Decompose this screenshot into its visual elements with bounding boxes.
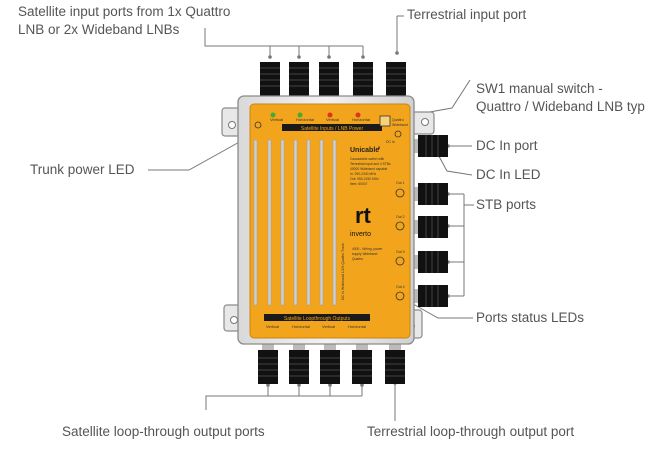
dc-in-connector (412, 135, 448, 157)
info-line: Quattro (352, 257, 363, 261)
info-line: supply Wideband (352, 252, 377, 256)
screw-hole (230, 316, 238, 324)
label-trunk-led: Trunk power LED (30, 162, 135, 177)
status-led-icon (395, 256, 405, 266)
bottom-connectors (258, 342, 405, 384)
sat-loop-connector-3 (320, 342, 340, 384)
dc-in-led-icon (394, 130, 402, 138)
sat-loop-connector-1 (258, 342, 278, 384)
stb-label: Out 3 (396, 250, 405, 254)
bottom-strip-text: Satellite Loopthrough Outputs (284, 316, 351, 322)
port-label: Horizontal (296, 117, 314, 122)
sw1-switch-area: Quattro Wideband DC In (379, 115, 408, 144)
trunk-power-led-icon (254, 121, 262, 129)
stb-connector-2 (412, 216, 448, 238)
label-line: SW1 manual switch - (476, 81, 603, 96)
top-strip-text: Satellite Inputs / LNB Power (301, 126, 364, 132)
screw-hole (228, 121, 236, 129)
label-terr-loop: Terrestrial loop-through output port (367, 424, 575, 439)
info-line: Terrestrial input and 4 STBs (350, 162, 391, 166)
led-green-icon (297, 112, 303, 118)
sat-loop-connector-2 (289, 342, 309, 384)
info-line: 4000 - Wiring, power (352, 247, 383, 251)
info-line: In: 290-2340 MHz (350, 172, 377, 176)
sw1-switch-icon (379, 115, 391, 127)
info-block: Unicable II Cascadable switch with Terre… (350, 145, 391, 261)
stb-connector-3 (412, 251, 448, 273)
label-sat-input: Satellite input ports from 1x Quattro LN… (18, 3, 230, 39)
info-line: 40000 Wideband capable (350, 167, 388, 171)
leader-lines (148, 15, 474, 421)
sat-loop-connector-4 (352, 342, 372, 384)
label-stb-ports: STB ports (476, 197, 537, 212)
sw-label: Quattro (392, 118, 404, 122)
stb-label: Out 1 (396, 181, 405, 185)
vertical-spec-text: DC In Wideband 1/2/4 Quattro Trunk (341, 243, 345, 300)
terr-loop-connector (385, 342, 405, 384)
heatsink-fins (253, 139, 337, 306)
inverto-logo-mark: rt (355, 203, 372, 228)
label-sat-loop: Satellite loop-through output ports (62, 424, 265, 439)
dc-label: DC In (386, 140, 395, 144)
stb-label: Out 2 (396, 215, 405, 219)
led-green-icon (270, 112, 276, 118)
led-red-icon (355, 112, 361, 118)
right-connectors (412, 135, 448, 307)
label-line: LNB or 2x Wideband LNBs (18, 22, 180, 37)
led-red-icon (327, 112, 333, 118)
brand-name: inverto (350, 231, 371, 238)
info-line: Item: 80007 (350, 182, 368, 186)
label-ports-status: Ports status LEDs (476, 310, 585, 325)
port-label: Vertical (270, 117, 283, 122)
port-label: Horizontal (352, 117, 370, 122)
trunk-led-leader (148, 134, 253, 171)
status-led-icon (395, 188, 405, 198)
label-line: Quattro / Wideband LNB typ (476, 99, 645, 114)
sw-label: Wideband (392, 123, 408, 127)
info-line: Cascadable switch with (350, 157, 384, 161)
label-dc-in-led: DC In LED (476, 167, 541, 182)
stb-connector-4 (412, 285, 448, 307)
screw-hole (421, 118, 429, 126)
top-label-strip: Satellite Inputs / LNB Power Vertical Ho… (270, 112, 382, 132)
label-line: Satellite input ports from 1x Quattro (18, 4, 231, 19)
bottom-label-strip: Satellite Loopthrough Outputs Vertical H… (264, 314, 370, 329)
port-label: Vertical (326, 117, 339, 122)
model-name: Unicable (350, 147, 379, 154)
model-sup: II (378, 145, 380, 150)
label-dc-in-port: DC In port (476, 138, 538, 153)
sat-input-leader (204, 28, 363, 47)
stb-connector-1 (412, 183, 448, 205)
port-label: Horizontal (292, 324, 310, 329)
inverto-logo: rt inverto (350, 203, 372, 238)
status-led-icon (395, 291, 405, 301)
port-label: Horizontal (348, 324, 366, 329)
stb-label: Out 4 (396, 285, 405, 289)
label-terr-input: Terrestrial input port (407, 7, 527, 22)
port-label: Vertical (322, 324, 335, 329)
top-connectors (260, 62, 406, 104)
label-sw1: SW1 manual switch - Quattro / Wideband L… (476, 80, 645, 116)
info-line: Out: 950-2150 MHz (350, 177, 379, 181)
status-led-icon (395, 221, 405, 231)
orange-plate (249, 103, 411, 339)
sat-loop-leader (205, 395, 362, 410)
port-label: Vertical (266, 324, 279, 329)
port-status-leds: Out 1 Out 2 Out 3 Out 4 (395, 181, 405, 301)
